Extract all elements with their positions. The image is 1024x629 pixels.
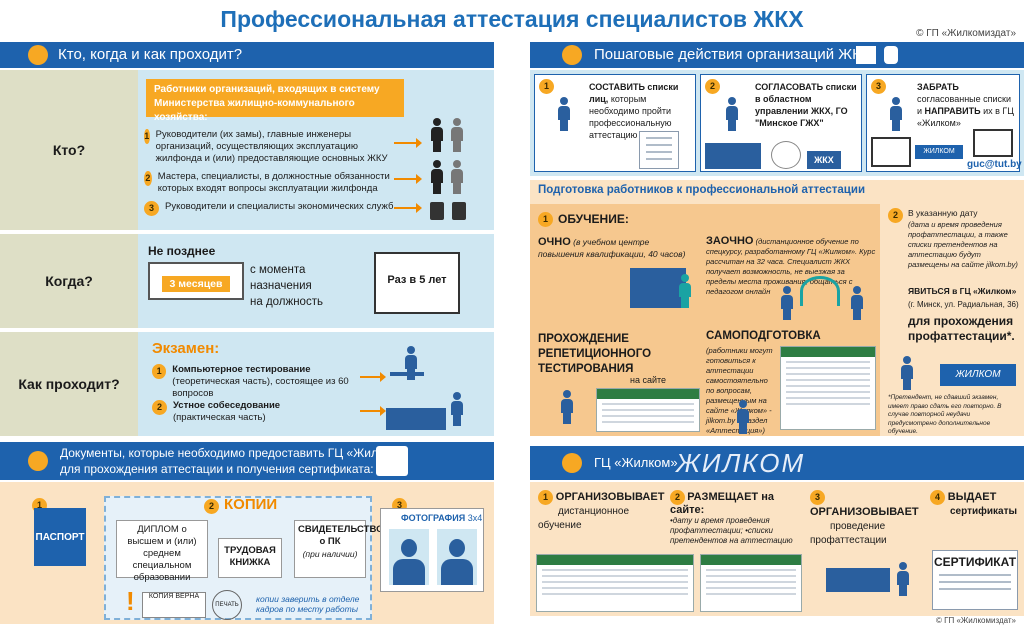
arrow-icon [394, 174, 422, 184]
government-building-icon [705, 143, 761, 169]
step-1: 1 СОСТАВИТЬ списки лиц, которым необходи… [534, 74, 696, 172]
gc-action-1: 1 ОРГАНИЗОВЫВАЕТ дистанционное обучение [538, 490, 665, 531]
photo-woman-icon [437, 529, 477, 585]
step-2: 2 СОГЛАСОВАТЬ списки в областном управле… [700, 74, 862, 172]
walking-man-icon [889, 97, 903, 131]
section-header-who-when-how: Кто, когда и как проходит? [0, 42, 494, 68]
website-screenshot [780, 346, 876, 430]
worker-icon [450, 118, 464, 152]
row-label-when: Когда? [0, 234, 138, 328]
row-when: Не позднее 3 месяцев с момента назначени… [138, 234, 494, 328]
who-banner: Работники организаций, входящих в систем… [146, 79, 404, 123]
walking-man-icon [725, 97, 739, 131]
training-box: 1 ОБУЧЕНИЕ: ОЧНО (в учебном центре повыш… [530, 204, 880, 436]
email-link[interactable]: guc@tut.by [967, 159, 1022, 170]
photo-box: ФОТОГРАФИЯ 3х4 [380, 508, 484, 592]
circle-icon [562, 453, 582, 473]
examinee-icon [896, 562, 910, 596]
row-how: Экзамен: 1 Компьютерное тестирование(тео… [138, 332, 494, 436]
computer-user-icon [736, 400, 750, 434]
arrow-icon [360, 372, 386, 382]
calendar-icon: 3 месяцев [148, 262, 244, 300]
jilkom-logo: ЖИЛКОМ [940, 364, 1016, 386]
step-3: 3 ЗАБРАТЬ согласованные списки и НАПРАВИ… [866, 74, 1022, 172]
classroom-icon [630, 268, 686, 308]
walking-man-icon [884, 46, 898, 64]
desk-icon [390, 372, 424, 376]
section-header-gc: ГЦ «Жилком» ЖИЛКОМ [530, 446, 1024, 480]
row-who: Работники организаций, входящих в систем… [138, 70, 494, 230]
arrow-icon [360, 406, 386, 416]
envelope-icon [871, 137, 911, 167]
preparation-area: Подготовка работников к профессиональной… [530, 180, 1024, 436]
calculator-icon [430, 202, 444, 220]
document-files-icon [376, 446, 408, 476]
circle-icon [28, 45, 48, 65]
arrow-icon [394, 203, 422, 213]
commission-table-icon [826, 568, 890, 592]
stamp-icon [771, 141, 801, 169]
building-icon [856, 46, 876, 64]
gc-action-2: 2 РАЗМЕЩАЕТ на сайте: •дату и время пров… [670, 490, 793, 545]
calculator-icon [452, 202, 466, 220]
gc-action-4: 4 ВЫДАЕТ сертификаты [930, 490, 1022, 519]
arrow-icon [394, 138, 422, 148]
row-label-how: Как проходит? [0, 332, 138, 436]
copyright-bottom: © ГП «Жилкомиздат» [936, 616, 1016, 625]
appear-box: 2 В указанную дату (дата и время проведе… [888, 208, 1019, 435]
exam-item-2: 2 Устное собеседование(практическая част… [152, 400, 382, 424]
email-envelope-icon [973, 129, 1013, 157]
page-title: Профессиональная аттестация специалистов… [220, 6, 804, 32]
row-label-who: Кто? [0, 70, 138, 230]
website-screenshot [700, 554, 802, 612]
appear-for: для прохождения профаттестации*. [908, 314, 1015, 343]
commission-table-icon [386, 408, 446, 430]
website-screenshot [536, 554, 694, 612]
walking-man-icon [900, 356, 914, 390]
teacher-icon [850, 286, 864, 320]
steps-row: 1 СОСТАВИТЬ списки лиц, которым необходи… [530, 70, 1024, 176]
gc-action-3: 3 ОРГАНИЗОВЫВАЕТ проведение профаттестац… [810, 490, 919, 546]
photo-man-icon [389, 529, 429, 585]
copies-box: 2 КОПИИ ДИПЛОМ о высшем и (или) среднем … [104, 496, 384, 620]
circle-icon [562, 45, 582, 65]
who-item-3: 3 Руководители и специалисты экономическ… [144, 201, 394, 216]
worker-icon [450, 160, 464, 194]
section-header-steps: Пошаговые действия организаций ЖКХ [530, 42, 1024, 68]
student-icon [780, 286, 794, 320]
stamp-icon: ПЕЧАТЬ [212, 590, 242, 620]
jilkom-logo-small: ЖИЛКОМ [915, 145, 963, 159]
repetition-testing: ПРОХОЖДЕНИЕ РЕПЕТИЦИОННОГО ТЕСТИРОВАНИЯ [538, 333, 652, 375]
gc-actions-area: 1 ОРГАНИЗОВЫВАЕТ дистанционное обучение … [530, 482, 1024, 616]
zhkh-badge: ЖКХ [807, 151, 841, 169]
section-header-documents: Документы, которые необходимо предостави… [0, 442, 494, 480]
diploma-card: ДИПЛОМ о высшем и (или) среднем специаль… [116, 520, 208, 583]
worker-icon [430, 118, 444, 152]
calendar-icon: Раз в 5 лет [374, 252, 460, 314]
passport-card: ПАСПОРТ [34, 508, 86, 566]
teacher-icon [678, 274, 692, 308]
stamp-copy-icon: КОПИЯ ВЕРНА [142, 592, 206, 618]
computer-user-icon [560, 390, 574, 424]
exam-item-1: 1 Компьютерное тестирование(теоретическа… [152, 364, 382, 400]
worker-icon [430, 160, 444, 194]
walking-man-icon [557, 97, 571, 131]
who-item-1: 1 Руководители (их замы), главные инжене… [144, 129, 388, 164]
certificate-card: СВИДЕТЕЛЬСТВО о ПК (при наличии) [294, 520, 384, 578]
gc-logo: ЖИЛКОМ [676, 448, 806, 478]
circle-icon [28, 451, 48, 471]
list-document-icon [639, 131, 679, 169]
who-item-2: 2 Мастера, специалисты, в должностные об… [144, 171, 390, 194]
exclamation-icon: ! [126, 586, 135, 616]
wifi-icon [800, 276, 840, 306]
website-screenshot [596, 388, 700, 432]
examinee-icon [450, 392, 464, 426]
from-moment-text: с момента назначения на должность [250, 264, 323, 308]
copyright-top: © ГП «Жилкомиздат» [916, 28, 1016, 39]
documents-area: 1 ПАСПОРТ 2 КОПИИ ДИПЛОМ о высшем и (или… [0, 482, 494, 624]
certificate-document: СЕРТИФИКАТ [932, 550, 1018, 610]
workbook-card: ТРУДОВАЯ КНИЖКА [218, 538, 282, 578]
